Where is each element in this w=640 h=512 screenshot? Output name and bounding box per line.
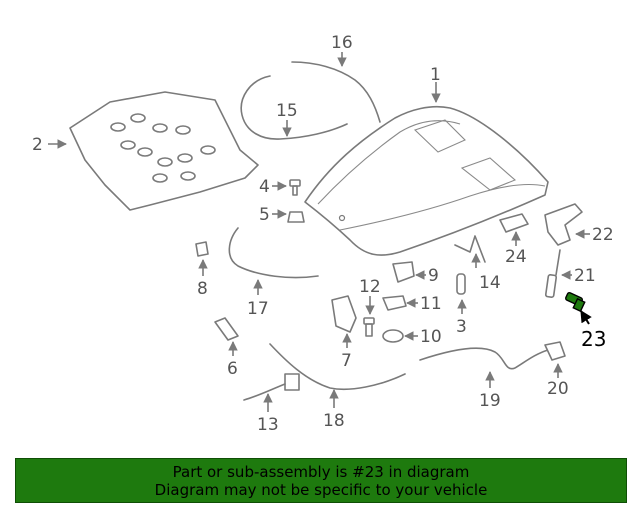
callout-17[interactable]: 17	[247, 299, 269, 319]
retainer-part[interactable]	[382, 295, 407, 311]
hinge-part[interactable]	[544, 203, 583, 246]
callout-3[interactable]: 3	[456, 317, 467, 337]
callout-13[interactable]: 13	[257, 415, 279, 435]
callout-8[interactable]: 8	[197, 279, 208, 299]
callout-1[interactable]: 1	[430, 65, 441, 85]
callout-22[interactable]: 22	[592, 225, 614, 245]
callout-16[interactable]: 16	[331, 33, 353, 53]
rear-cable-part[interactable]	[419, 347, 549, 370]
release-cable-part[interactable]	[243, 373, 300, 401]
clip-part[interactable]	[195, 241, 209, 257]
grommet-part[interactable]	[287, 211, 305, 223]
screw-part[interactable]	[363, 317, 375, 337]
callout-21[interactable]: 21	[574, 266, 596, 286]
callout-4[interactable]: 4	[259, 177, 270, 197]
callout-5[interactable]: 5	[259, 205, 270, 225]
front-cable-part[interactable]	[269, 343, 406, 391]
callout-15[interactable]: 15	[276, 101, 298, 121]
callout-6[interactable]: 6	[227, 359, 238, 379]
callout-20[interactable]: 20	[547, 379, 569, 399]
release-clip-part[interactable]	[499, 213, 529, 233]
cap-part[interactable]	[382, 329, 404, 343]
bolt-part[interactable]	[289, 179, 301, 196]
leader-23	[580, 309, 592, 325]
banner-line-2: Diagram may not be specific to your vehi…	[154, 480, 488, 499]
buffer-part[interactable]	[456, 273, 466, 295]
trim-strip-part[interactable]	[228, 227, 319, 279]
latch-part[interactable]	[392, 261, 415, 283]
hood-seal-part[interactable]	[240, 75, 348, 140]
callout-12[interactable]: 12	[359, 277, 381, 297]
callout-14[interactable]: 14	[479, 273, 501, 293]
callout-11[interactable]: 11	[420, 294, 442, 314]
callout-23[interactable]: 23	[581, 327, 606, 351]
gas-strut-part[interactable]	[544, 249, 561, 298]
hood-part[interactable]	[304, 105, 549, 256]
callout-18[interactable]: 18	[323, 411, 345, 431]
callout-10[interactable]: 10	[420, 327, 442, 347]
banner-line-1: Part or sub-assembly is #23 in diagram	[172, 462, 470, 481]
release-handle-part[interactable]	[544, 341, 566, 361]
bumper-part[interactable]	[214, 317, 239, 341]
hood-bracket-part[interactable]	[454, 235, 486, 263]
parts-diagram: 1 2 3 4 5 6 7 8 9 10 11 12 13 14 15 16 1…	[32, 33, 614, 435]
info-banner: Part or sub-assembly is #23 in diagram D…	[15, 458, 627, 503]
callout-24[interactable]: 24	[505, 247, 527, 267]
callout-9[interactable]: 9	[428, 266, 439, 286]
bracket-part[interactable]	[331, 295, 357, 333]
callout-19[interactable]: 19	[479, 391, 501, 411]
callout-7[interactable]: 7	[341, 351, 352, 371]
insulation-pad-part[interactable]	[69, 91, 259, 211]
front-seal-part[interactable]	[291, 61, 381, 123]
callout-2[interactable]: 2	[32, 135, 43, 155]
highlighted-bolt-part[interactable]	[565, 291, 586, 313]
